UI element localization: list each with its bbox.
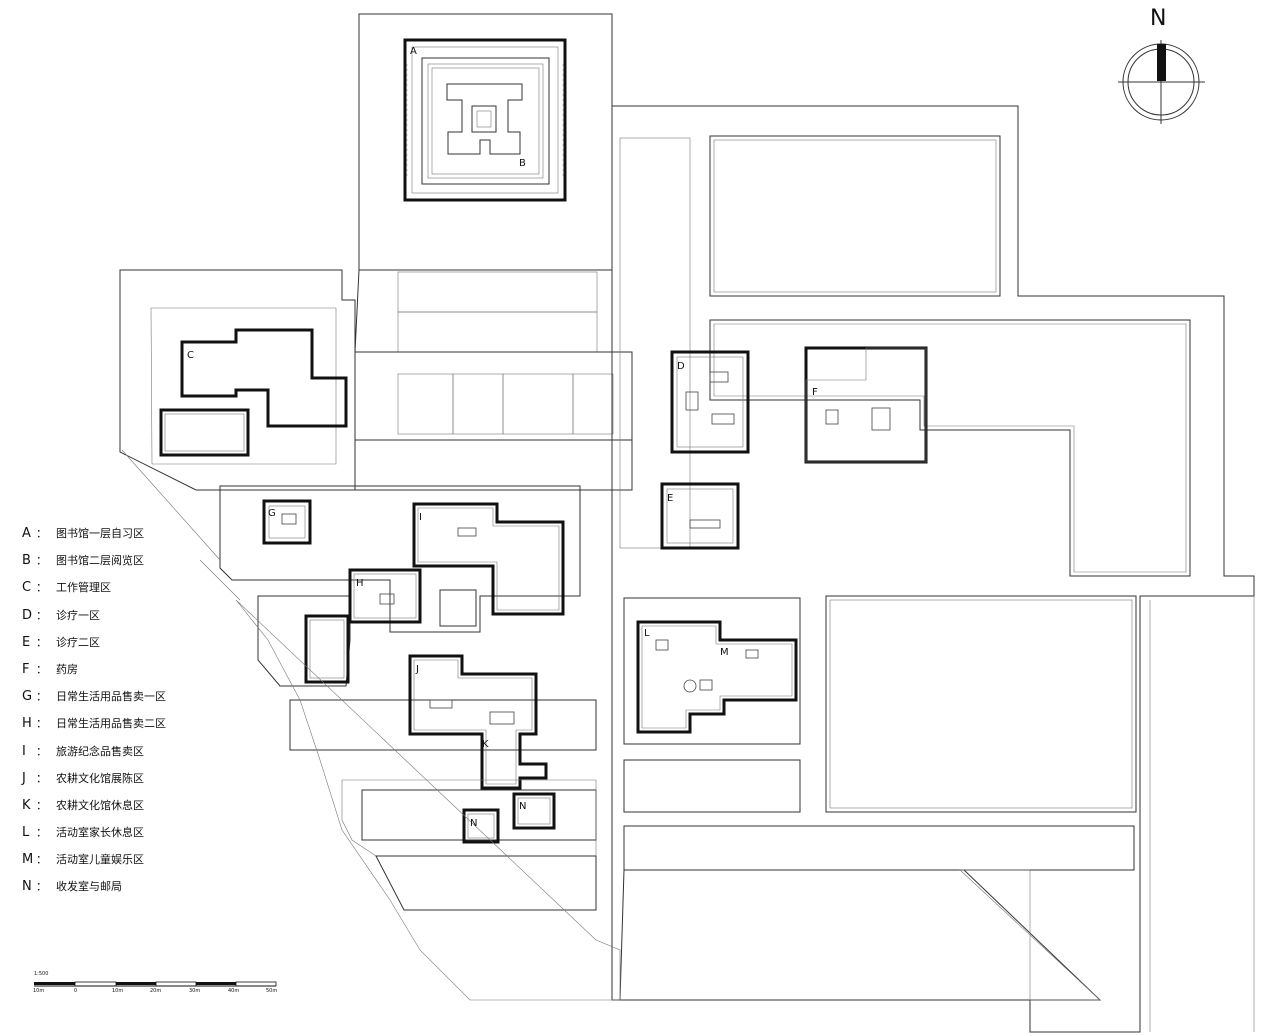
post-office xyxy=(361,789,597,844)
scale-tick: 50m xyxy=(266,988,278,994)
legend-separator: ： xyxy=(36,826,47,840)
room-label: K xyxy=(482,739,489,750)
room-label: J xyxy=(415,664,419,675)
room-label: G xyxy=(268,508,276,519)
legend-separator: ： xyxy=(36,717,47,731)
room-label: I xyxy=(419,512,422,523)
legend-item: A ： 图书馆一层自习区 xyxy=(22,526,166,553)
legend-separator: ： xyxy=(36,554,47,568)
legend-text: 诊疗一区 xyxy=(56,608,100,622)
scale-tick: 10m xyxy=(112,988,124,994)
legend-text: 图书馆二层阅览区 xyxy=(56,554,144,568)
legend-text: 图书馆一层自习区 xyxy=(56,527,144,540)
north-label: N xyxy=(1150,6,1167,31)
room-label: B xyxy=(519,158,526,169)
legend-text: 日常生活用品售卖一区 xyxy=(56,690,166,704)
legend-separator: ： xyxy=(36,581,47,595)
library-block xyxy=(358,13,613,271)
legend-separator: ： xyxy=(36,744,47,758)
legend-text: 旅游纪念品售卖区 xyxy=(56,744,144,758)
legend-key: L xyxy=(22,825,30,841)
east-blocks xyxy=(611,105,1255,1033)
scale-bar xyxy=(34,981,277,987)
legend-item: L ： 活动室家长休息区 xyxy=(22,825,166,852)
legend-text: 药房 xyxy=(56,662,78,676)
scale-tick: 40m xyxy=(228,988,240,994)
legend-item: J ： 农耕文化馆展陈区 xyxy=(22,771,166,798)
legend-key: G xyxy=(22,689,33,705)
legend-item: G： 日常生活用品售卖一区 xyxy=(22,689,166,716)
legend-text: 诊疗二区 xyxy=(56,635,100,649)
legend-key: I xyxy=(22,743,26,759)
legend: A：图书馆一层自习区 B：图书馆二层阅览区 C：工作管理区 D：诊疗一区 E：诊… xyxy=(22,526,166,907)
legend-key: B xyxy=(22,553,31,569)
legend-item: H ： 日常生活用品售卖二区 xyxy=(22,716,166,743)
legend-text: 农耕文化馆休息区 xyxy=(56,798,144,812)
legend-key: M xyxy=(22,852,34,868)
legend-separator: ： xyxy=(36,798,47,812)
room-label: E xyxy=(667,493,673,504)
shop-blocks xyxy=(219,485,581,687)
culture-hall xyxy=(289,654,597,790)
legend-key: D xyxy=(22,607,33,623)
room-label: A xyxy=(410,46,417,57)
legend-key: J xyxy=(22,770,26,786)
legend-key: F xyxy=(22,661,30,677)
legend-key: H xyxy=(22,716,32,732)
scale-tick: 30m xyxy=(189,988,201,994)
legend-item: C ： 工作管理区 xyxy=(22,580,166,607)
legend-item: D： 诊疗一区 xyxy=(22,608,166,635)
legend-text: 农耕文化馆展陈区 xyxy=(56,771,144,785)
legend-separator: ： xyxy=(36,690,47,704)
scale-tick: 20m xyxy=(150,988,162,994)
legend-separator: ： xyxy=(36,635,47,649)
legend-item: B ： 图书馆二层阅览区 xyxy=(22,553,166,580)
room-label: L xyxy=(644,628,650,639)
room-label: M xyxy=(720,647,729,658)
legend-item: M： 活动室儿童娱乐区 xyxy=(22,852,166,879)
legend-separator: ： xyxy=(36,527,47,540)
scale-tick: 0 xyxy=(74,988,78,994)
room-label: H xyxy=(356,578,364,589)
legend-text: 活动室家长休息区 xyxy=(56,826,144,840)
room-label: C xyxy=(187,350,194,361)
legend-key: A xyxy=(22,526,31,541)
legend-text: 活动室儿童娱乐区 xyxy=(56,853,144,867)
scale-ratio: 1:500 xyxy=(34,971,49,977)
north-arrow xyxy=(1118,40,1205,124)
south-paths xyxy=(121,449,1255,1032)
legend-separator: ： xyxy=(36,771,47,785)
legend-key: E xyxy=(22,634,31,650)
scale-tick: 10m xyxy=(33,988,45,994)
legend-key: K xyxy=(22,797,31,813)
legend-key: C xyxy=(22,580,32,596)
central-plaza xyxy=(354,269,633,491)
legend-item: F ： 药房 xyxy=(22,662,166,689)
legend-text: 工作管理区 xyxy=(56,581,111,595)
legend-key: N xyxy=(22,879,32,895)
room-label: D xyxy=(677,361,685,372)
legend-item: K ： 农耕文化馆休息区 xyxy=(22,798,166,825)
clinic-rooms xyxy=(660,346,928,550)
legend-separator: ： xyxy=(36,853,47,867)
legend-text: 日常生活用品售卖二区 xyxy=(56,717,166,731)
legend-text: 收发室与邮局 xyxy=(56,880,122,894)
legend-item: N ： 收发室与邮局 xyxy=(22,879,166,906)
legend-separator: ： xyxy=(36,662,47,676)
room-label: N xyxy=(470,818,477,829)
activity-room xyxy=(623,597,801,745)
legend-item: E ： 诊疗二区 xyxy=(22,635,166,662)
room-label: N xyxy=(519,801,526,812)
west-terrace xyxy=(119,269,356,491)
legend-item: I ： 旅游纪念品售卖区 xyxy=(22,744,166,771)
room-label: F xyxy=(812,387,818,398)
legend-separator: ： xyxy=(36,880,47,894)
legend-separator: ： xyxy=(36,608,47,622)
